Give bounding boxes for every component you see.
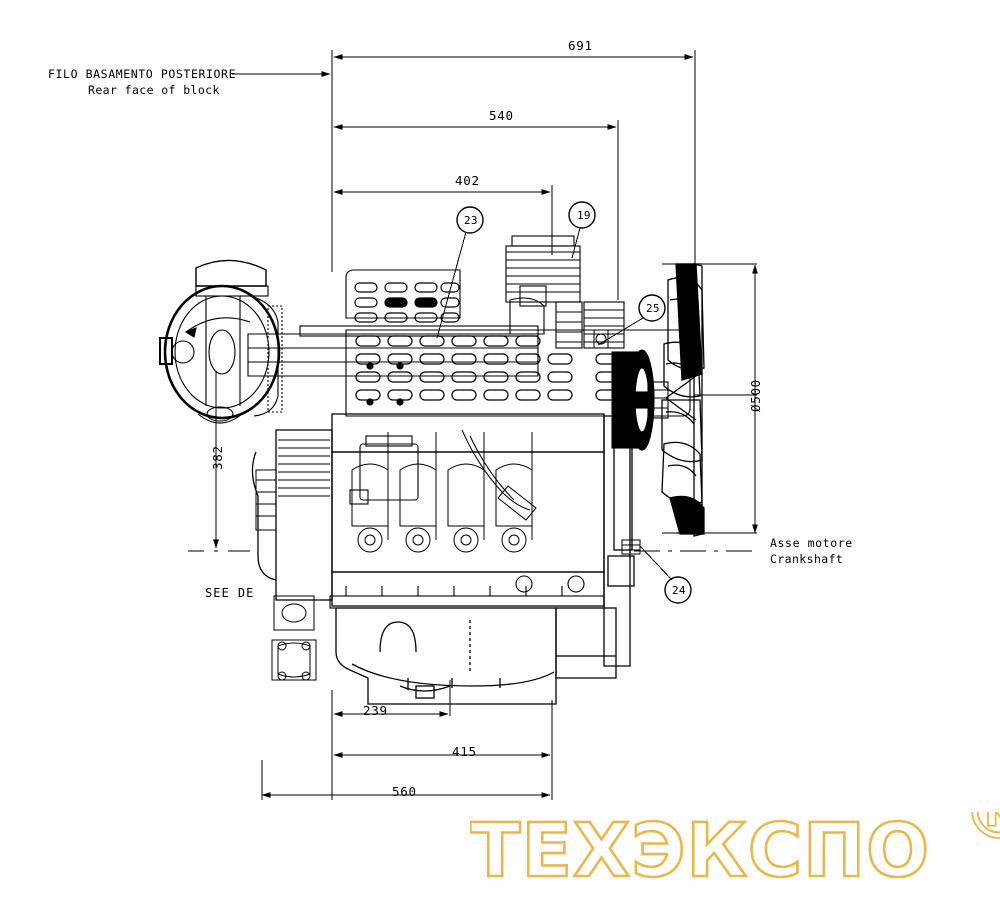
crankshaft-note-italian: Asse motore: [770, 536, 853, 550]
dim-402: 402: [455, 173, 480, 188]
balloon-19-circle: [568, 201, 596, 229]
balloon-23-label: 23: [464, 214, 478, 227]
dim-239: 239: [363, 703, 388, 718]
rear-face-note-english: Rear face of block: [88, 83, 220, 97]
cylinder-head-block: [251, 413, 605, 607]
dim-540: 540: [489, 108, 514, 123]
watermark-registered-mark: ®: [962, 812, 1000, 856]
dim-560: 560: [392, 784, 417, 799]
balloon-25-label: 25: [646, 302, 660, 315]
oil-pan-sump: [335, 607, 557, 705]
see-detail-note: SEE DE: [205, 586, 255, 600]
exhaust-manifold-fins: [505, 235, 625, 349]
brackets-and-fasteners: [255, 329, 641, 681]
fuel-gallery: [329, 575, 605, 609]
dim-382: 382: [210, 445, 225, 470]
crank-pulley-damper: [611, 349, 669, 451]
lower-heat-shield: [345, 329, 691, 417]
dim-fan-diameter: Ø500: [748, 379, 763, 412]
balloon-25-circle: [638, 294, 666, 322]
techexpo-watermark: ТЕХЭКСПО ®: [470, 812, 1000, 894]
crankshaft-note-english: Crankshaft: [770, 552, 844, 566]
balloon-19-label: 19: [577, 209, 591, 222]
upper-heat-shield: [345, 269, 461, 323]
valve-train-detail: [351, 429, 537, 553]
block-hatching: [278, 439, 330, 497]
balloon-24-circle: [664, 576, 692, 604]
dim-415: 415: [452, 744, 477, 759]
oil-filter-canister: [349, 435, 419, 505]
watermark-text: ТЕХЭКСПО: [470, 812, 930, 894]
intake-crossover-tube: [247, 285, 547, 377]
cooling-fan: [661, 263, 705, 537]
balloon-24-label: 24: [672, 584, 686, 597]
air-cleaner-assembly: [159, 259, 283, 424]
rear-face-note-italian: FILO BASAMENTO POSTERIORE: [48, 67, 237, 81]
dim-691: 691: [568, 38, 593, 53]
balloon-23-circle: [456, 206, 484, 234]
